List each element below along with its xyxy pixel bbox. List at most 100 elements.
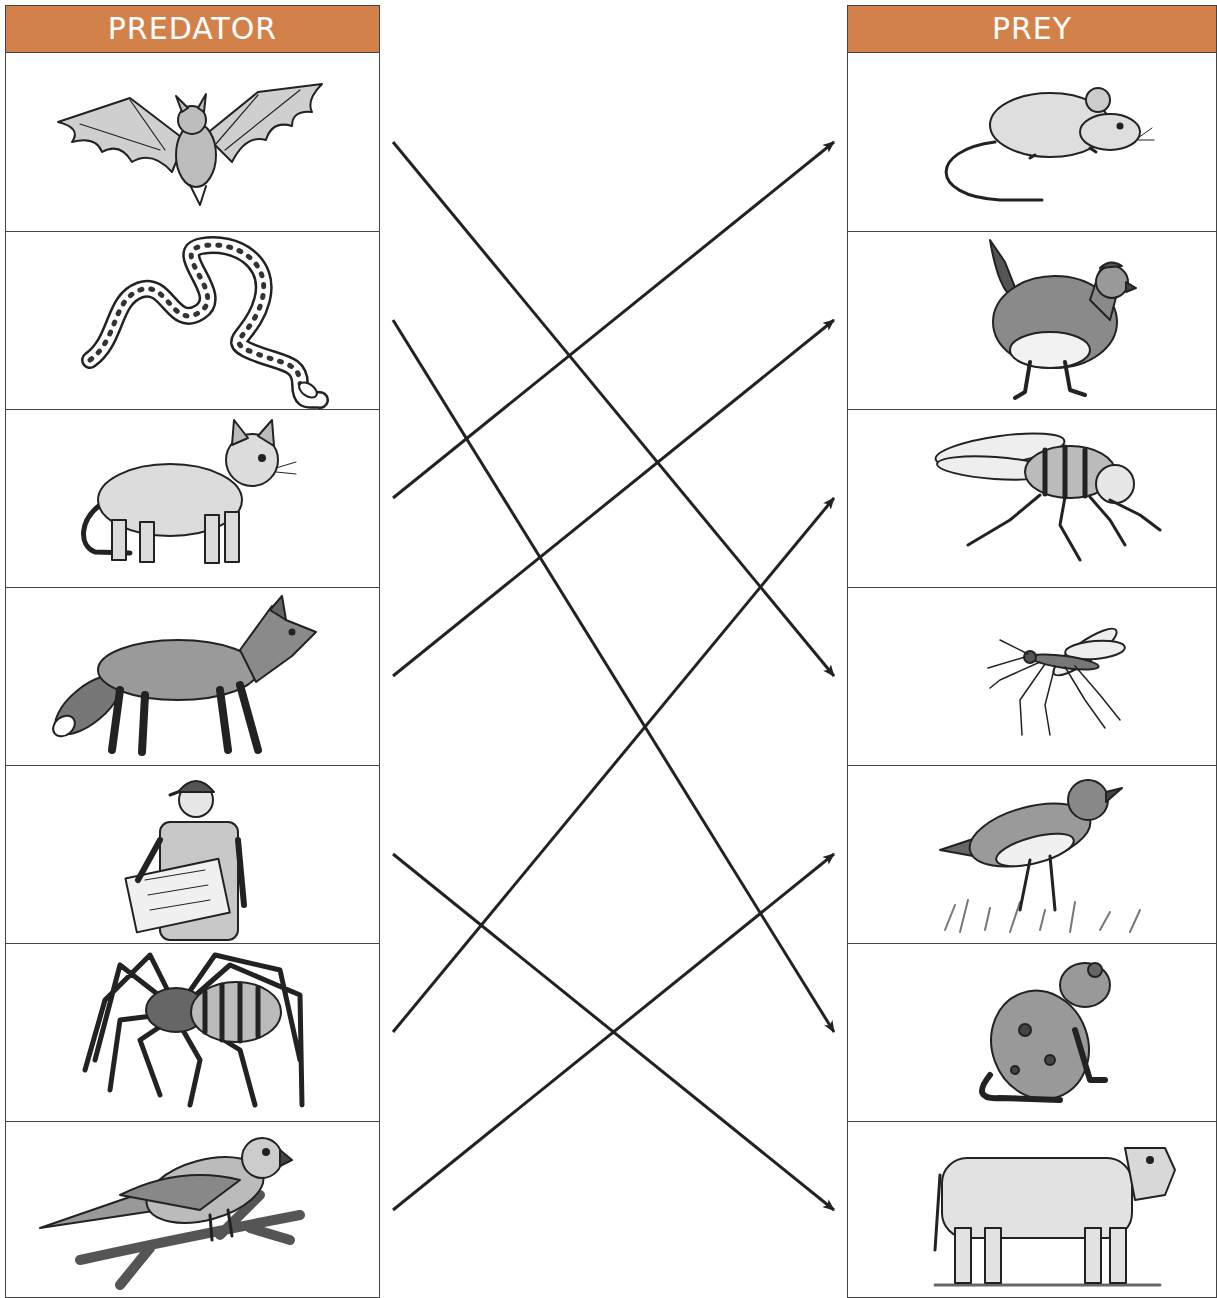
picture-cell	[6, 587, 379, 765]
spider-picture-part	[191, 982, 281, 1042]
frog-picture	[976, 963, 1110, 1113]
match-arrow	[393, 142, 834, 676]
mosquito-picture-part	[988, 640, 1028, 668]
fly-picture-part	[1096, 465, 1134, 503]
cow-picture-part	[935, 1175, 940, 1250]
cat-picture-part	[259, 455, 265, 461]
column-heading: PREY	[848, 6, 1216, 53]
snake-picture-part	[296, 379, 319, 400]
mosquito-picture	[988, 622, 1126, 735]
match-arrow	[393, 498, 834, 1032]
cat-picture-part	[276, 462, 296, 474]
fly-picture-part	[968, 495, 1160, 560]
fly-picture	[934, 427, 1160, 560]
picture-cell	[6, 943, 379, 1121]
mosquito-picture-part	[990, 662, 1120, 735]
cow-picture-part	[942, 1158, 1132, 1238]
spider-picture-part	[205, 984, 258, 1041]
cat-picture-part	[112, 520, 126, 560]
cat-picture-part	[232, 420, 274, 446]
fox-picture-part	[49, 711, 79, 740]
match-arrow	[393, 320, 834, 676]
picture-cell	[848, 53, 1216, 231]
match-arrow	[393, 142, 834, 498]
cow-picture-part	[1147, 1157, 1153, 1163]
spider-picture-part	[85, 955, 302, 1105]
picture-cell	[848, 1121, 1216, 1298]
mouse-picture-part	[1138, 128, 1154, 140]
mouse-picture	[946, 88, 1154, 200]
bat-picture-part	[176, 94, 206, 112]
mouse-picture-part	[1118, 124, 1123, 129]
bird-picture-part	[945, 900, 1140, 932]
picture-cell	[848, 587, 1216, 765]
picture-cell	[6, 231, 379, 409]
cow-picture-part	[1085, 1228, 1101, 1283]
frog-picture-part	[1060, 963, 1110, 1007]
match-arrow	[393, 854, 834, 1210]
picture-cell	[6, 409, 379, 587]
fly-picture-part	[1045, 447, 1085, 497]
match-arrow	[393, 854, 834, 1210]
snake-picture-part	[90, 245, 320, 400]
mouse-picture-part	[1030, 148, 1096, 158]
fox-picture-part	[240, 606, 316, 682]
hawk-picture-part	[280, 1150, 292, 1166]
frog-picture-part	[1088, 963, 1102, 977]
snake-picture	[90, 245, 320, 401]
cow-picture-part	[1125, 1148, 1175, 1200]
farmer-picture	[125, 781, 244, 940]
cat-picture-part	[205, 515, 219, 563]
farmer-picture-part	[138, 840, 244, 905]
picture-cell	[6, 765, 379, 943]
hen-picture-part	[1096, 266, 1128, 298]
column-panel: PREDATOR	[5, 5, 380, 1298]
frog-picture-part	[1045, 1055, 1055, 1065]
mouse-picture-part	[1086, 88, 1110, 112]
hen-picture-part	[1015, 362, 1085, 398]
cat-picture	[84, 420, 296, 563]
snake-picture-part	[90, 245, 320, 400]
column-panel: PREY	[847, 5, 1217, 1298]
picture-cell	[848, 943, 1216, 1121]
spider-picture	[85, 955, 302, 1105]
fox-picture-part	[112, 685, 258, 752]
hawk-picture-part	[263, 1149, 269, 1155]
hawk-picture-part	[242, 1138, 282, 1178]
hawk-picture-part	[210, 1210, 232, 1240]
bird-picture-part	[1068, 780, 1108, 820]
bat-picture-part	[205, 84, 322, 162]
hawk-picture	[40, 1138, 300, 1285]
bird-picture-part	[993, 827, 1077, 873]
bat-picture-part	[190, 185, 206, 205]
column-heading: PREDATOR	[6, 6, 379, 53]
hen-picture-part	[1100, 262, 1122, 268]
fox-picture-part	[290, 630, 295, 635]
picture-cell	[848, 409, 1216, 587]
farmer-picture-part	[178, 781, 214, 792]
frog-picture-part	[1019, 1024, 1031, 1036]
cow-picture-part	[1110, 1228, 1126, 1283]
hawk-picture-part	[120, 1175, 240, 1210]
animal-illustrations-part	[40, 84, 1175, 1285]
cow-picture-part	[955, 1228, 971, 1283]
bird-picture-part	[1106, 788, 1122, 802]
picture-cell	[848, 765, 1216, 943]
picture-cell	[6, 53, 379, 231]
fox-picture-part	[270, 596, 286, 620]
bird-picture	[940, 780, 1140, 932]
fox-picture	[46, 596, 316, 752]
farmer-picture-part	[170, 792, 178, 795]
mouse-picture-part	[1080, 114, 1140, 150]
frog-picture-part	[982, 1030, 1105, 1100]
cat-picture-part	[140, 522, 154, 562]
cow-picture	[935, 1148, 1175, 1285]
cat-picture-part	[225, 512, 239, 562]
bird-picture-part	[1020, 856, 1055, 910]
match-arrow	[393, 320, 834, 1032]
bat-picture-part	[58, 98, 185, 172]
hen-picture	[990, 240, 1136, 398]
picture-cell	[6, 1121, 379, 1298]
